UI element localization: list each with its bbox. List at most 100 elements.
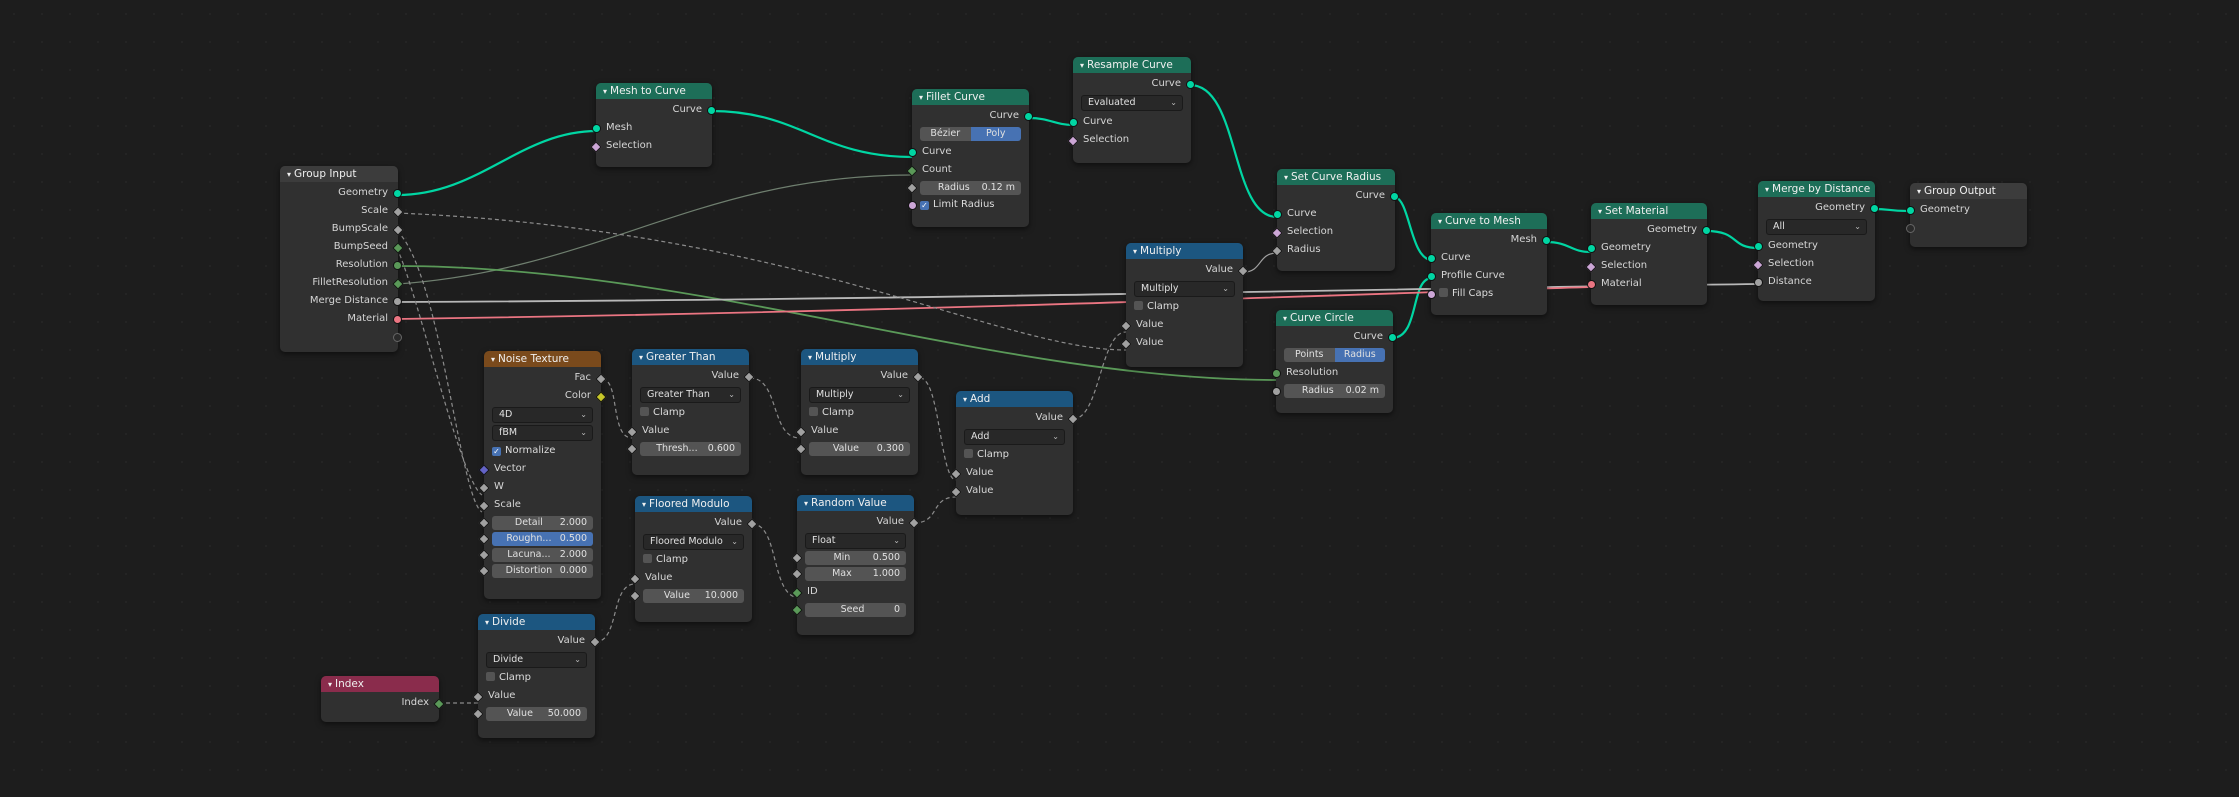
node-group-input[interactable]: ▾Group Input Geometry Scale BumpScale Bu…: [280, 166, 404, 352]
socket-geometry[interactable]: [1069, 118, 1078, 127]
operation-dropdown[interactable]: Multiply⌄: [809, 387, 910, 403]
socket-int[interactable]: [393, 261, 402, 270]
mode-dropdown[interactable]: Evaluated⌄: [1081, 95, 1183, 111]
socket-geometry[interactable]: [1427, 254, 1436, 263]
fill-caps-checkbox[interactable]: Fill Caps: [1427, 286, 1539, 302]
socket-geometry[interactable]: [908, 148, 917, 157]
node-multiply-top[interactable]: ▾Multiply Value Multiply⌄ Clamp Value Va…: [1120, 243, 1249, 367]
node-resample-curve[interactable]: ▾Resample Curve Curve Evaluated⌄ Curve S…: [1067, 57, 1195, 163]
noise-type-dropdown[interactable]: fBM⌄: [492, 425, 593, 441]
node-header[interactable]: ▾Merge by Distance: [1758, 181, 1875, 197]
node-header[interactable]: ▾Curve Circle: [1276, 310, 1393, 326]
roughness-field[interactable]: Roughn...0.500: [478, 532, 593, 546]
operation-dropdown[interactable]: Divide⌄: [486, 652, 587, 668]
node-header[interactable]: ▾Mesh to Curve: [596, 83, 712, 99]
chevron-down-icon[interactable]: ▾: [1438, 217, 1443, 226]
node-header[interactable]: ▾Resample Curve: [1073, 57, 1191, 73]
socket-geometry[interactable]: [1024, 112, 1033, 121]
socket-geometry[interactable]: [1702, 226, 1711, 235]
socket-material[interactable]: [1587, 280, 1596, 289]
node-noise-texture[interactable]: ▾Noise Texture Fac Color 4D⌄ fBM⌄ ✓Norma…: [478, 351, 607, 599]
socket-geometry[interactable]: [393, 189, 402, 198]
chevron-down-icon[interactable]: ▾: [603, 87, 608, 96]
socket-geometry[interactable]: [1390, 192, 1399, 201]
clamp-checkbox[interactable]: Clamp: [1134, 299, 1235, 315]
socket-float[interactable]: [1272, 387, 1281, 396]
mode-radius[interactable]: Radius: [1334, 348, 1385, 362]
socket-geometry[interactable]: [1754, 242, 1763, 251]
clamp-checkbox[interactable]: Clamp: [809, 405, 910, 421]
lacunarity-field[interactable]: Lacuna...2.000: [478, 548, 593, 562]
chevron-down-icon[interactable]: ▾: [1765, 185, 1770, 194]
node-greater-than[interactable]: ▾Greater Than Value Greater Than⌄ Clamp …: [626, 349, 755, 475]
socket-geometry[interactable]: [592, 124, 601, 133]
mode-dropdown[interactable]: All⌄: [1766, 219, 1867, 235]
node-merge-by-distance[interactable]: ▾Merge by Distance Geometry All⌄ Geometr…: [1752, 181, 1879, 301]
node-add[interactable]: ▾Add Value Add⌄ Clamp Value Value: [950, 391, 1079, 515]
node-header[interactable]: ▾Group Output: [1910, 183, 2027, 199]
socket-float[interactable]: [1754, 278, 1763, 287]
node-index[interactable]: ▾Index Index: [321, 676, 445, 722]
mode-points[interactable]: Points: [1284, 348, 1335, 362]
node-header[interactable]: ▾Curve to Mesh: [1431, 213, 1547, 229]
node-multiply-mid[interactable]: ▾Multiply Value Multiply⌄ Clamp Value Va…: [795, 349, 924, 475]
chevron-down-icon[interactable]: ▾: [1080, 61, 1085, 70]
socket-bool[interactable]: [908, 201, 917, 210]
node-header[interactable]: ▾Greater Than: [632, 349, 749, 365]
chevron-down-icon[interactable]: ▾: [1598, 207, 1603, 216]
limit-radius-checkbox[interactable]: ✓Limit Radius: [908, 197, 1021, 213]
socket-material[interactable]: [393, 315, 402, 324]
node-curve-to-mesh[interactable]: ▾Curve to Mesh Mesh Curve Profile Curve …: [1427, 213, 1551, 315]
node-header[interactable]: ▾Noise Texture: [484, 351, 601, 367]
chevron-down-icon[interactable]: ▾: [963, 395, 968, 404]
threshold-field[interactable]: Thresh...0.600: [626, 442, 741, 456]
socket-geometry[interactable]: [1870, 204, 1879, 213]
operation-dropdown[interactable]: Multiply⌄: [1134, 281, 1235, 297]
socket-float[interactable]: [393, 297, 402, 306]
chevron-down-icon[interactable]: ▾: [808, 353, 813, 362]
socket-geometry[interactable]: [1906, 206, 1915, 215]
node-header[interactable]: ▾Random Value: [797, 495, 914, 511]
socket-geometry[interactable]: [1186, 80, 1195, 89]
socket-empty[interactable]: [1906, 224, 1915, 233]
node-set-material[interactable]: ▾Set Material Geometry Geometry Selectio…: [1585, 203, 1711, 305]
socket-geometry[interactable]: [707, 106, 716, 115]
chevron-down-icon[interactable]: ▾: [639, 353, 644, 362]
socket-geometry[interactable]: [1587, 244, 1596, 253]
chevron-down-icon[interactable]: ▾: [919, 93, 924, 102]
chevron-down-icon[interactable]: ▾: [804, 499, 809, 508]
chevron-down-icon[interactable]: ▾: [1133, 247, 1138, 256]
clamp-checkbox[interactable]: Clamp: [640, 405, 741, 421]
chevron-down-icon[interactable]: ▾: [642, 500, 647, 509]
node-mesh-to-curve[interactable]: ▾Mesh to Curve Curve Mesh Selection: [590, 83, 716, 167]
socket-geometry[interactable]: [1273, 210, 1282, 219]
node-header[interactable]: ▾Index: [321, 676, 439, 692]
node-header[interactable]: ▾Group Input: [280, 166, 398, 182]
node-header[interactable]: ▾Floored Modulo: [635, 496, 752, 512]
mode-poly[interactable]: Poly: [970, 127, 1021, 141]
clamp-checkbox[interactable]: Clamp: [964, 447, 1065, 463]
socket-empty[interactable]: [393, 333, 402, 342]
node-header[interactable]: ▾Set Material: [1591, 203, 1707, 219]
normalize-checkbox[interactable]: ✓Normalize: [492, 445, 556, 456]
operation-dropdown[interactable]: Floored Modulo⌄: [643, 534, 744, 550]
socket-geometry[interactable]: [1388, 333, 1397, 342]
chevron-down-icon[interactable]: ▾: [287, 170, 292, 179]
data-type-dropdown[interactable]: Float⌄: [805, 533, 906, 549]
operation-dropdown[interactable]: Add⌄: [964, 429, 1065, 445]
chevron-down-icon[interactable]: ▾: [1283, 314, 1288, 323]
node-floored-modulo[interactable]: ▾Floored Modulo Value Floored Modulo⌄ Cl…: [629, 496, 758, 622]
